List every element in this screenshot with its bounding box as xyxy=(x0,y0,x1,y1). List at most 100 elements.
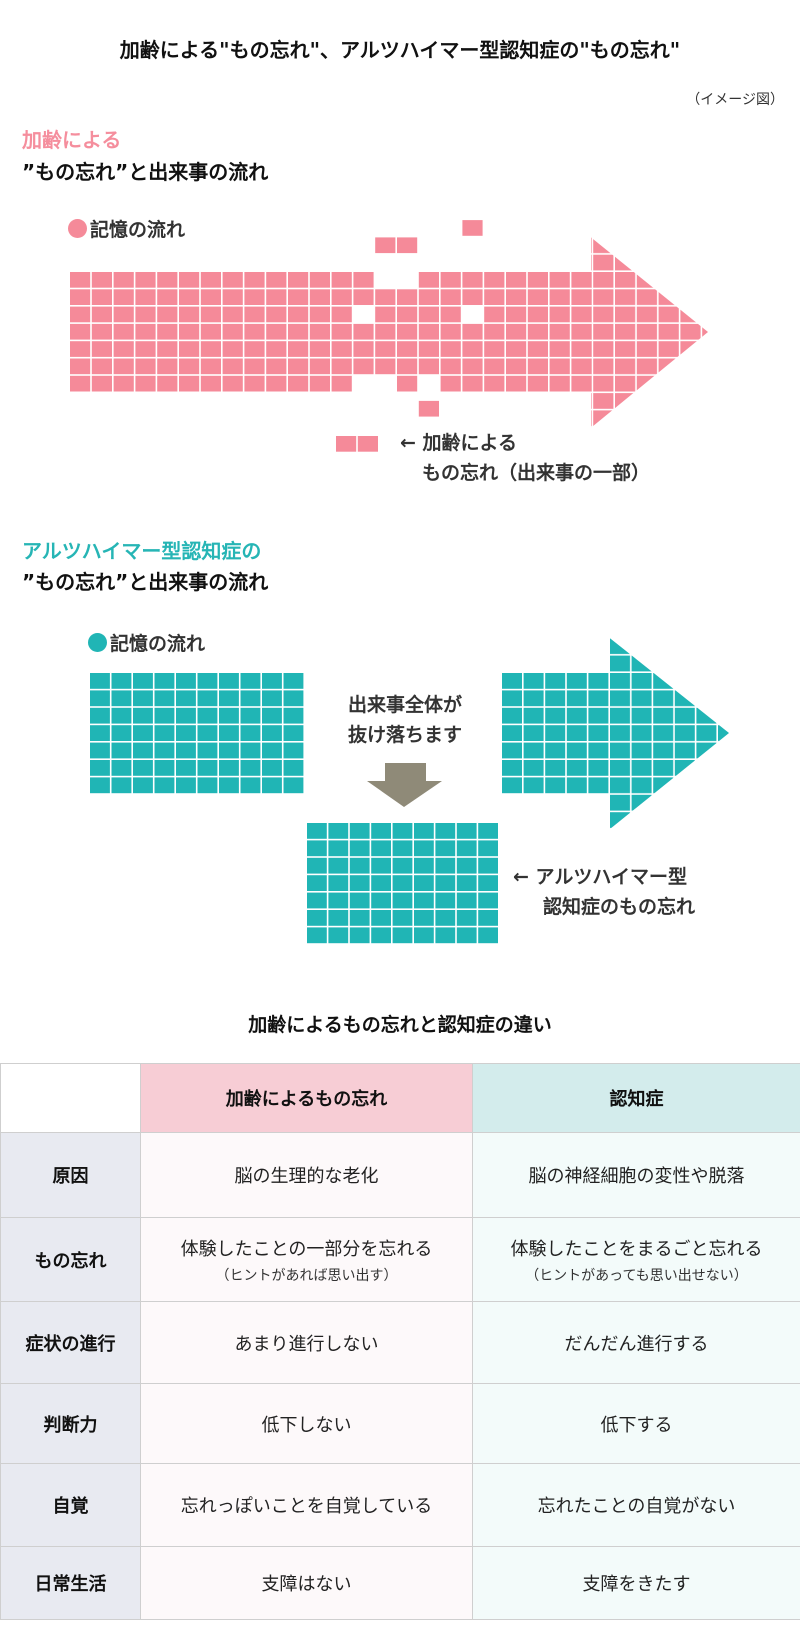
memory-cell xyxy=(240,725,261,741)
memory-cell xyxy=(440,341,461,357)
down-arrow-icon xyxy=(367,763,442,807)
memory-cell xyxy=(571,272,592,288)
forgotten-cell xyxy=(371,875,391,891)
memory-cell xyxy=(197,690,218,707)
memory-cell xyxy=(545,742,566,759)
memory-cell xyxy=(135,306,156,323)
aging-cell-note: （ヒントがあれば思い出す） xyxy=(215,1267,398,1284)
memory-cell xyxy=(588,707,609,724)
alzheimer-center-text: 出来事全体が 抜け落ちます xyxy=(330,690,480,750)
forgotten-cell xyxy=(307,823,327,839)
alzheimer-annotation-line2: 認知症のもの忘れ xyxy=(543,896,696,918)
teal-dot-icon xyxy=(88,633,107,652)
memory-cell xyxy=(549,341,570,357)
alzheimer-annotation-line1: アルツハイマー型 xyxy=(535,866,687,888)
memory-cell xyxy=(176,673,196,689)
memory-cell xyxy=(288,341,309,357)
memory-cell xyxy=(219,707,239,724)
memory-cell xyxy=(506,341,527,357)
memory-cell xyxy=(219,777,239,794)
forgotten-cell xyxy=(478,823,498,839)
forgotten-cell xyxy=(456,910,477,926)
aging-cell: 支障はない xyxy=(140,1546,473,1620)
memory-cell xyxy=(545,725,566,741)
memory-cell xyxy=(549,323,570,340)
aging-subheading: ”もの忘れ”と出来事の流れ xyxy=(22,160,269,184)
memory-cell xyxy=(506,323,527,340)
memory-cell xyxy=(523,690,544,707)
row-label: 自覚 xyxy=(0,1463,141,1547)
memory-cell xyxy=(397,323,418,340)
forgotten-cell xyxy=(414,823,434,839)
aging-cell: あまり進行しない xyxy=(140,1301,473,1384)
forgotten-cell xyxy=(478,927,498,944)
memory-cell xyxy=(418,323,439,340)
memory-cell xyxy=(331,341,352,357)
memory-cell xyxy=(262,673,282,689)
memory-cell xyxy=(523,760,544,776)
memory-cell xyxy=(135,375,156,392)
memory-cell xyxy=(506,358,527,375)
memory-cell xyxy=(309,289,330,305)
memory-cell xyxy=(70,323,91,340)
memory-cell xyxy=(331,323,352,340)
memory-cell xyxy=(91,358,112,375)
dementia-cell: だんだん進行する xyxy=(472,1301,800,1384)
forgotten-cell xyxy=(414,840,434,857)
memory-cell xyxy=(111,673,132,689)
memory-cell xyxy=(527,358,548,375)
memory-cell xyxy=(309,306,330,323)
memory-cell xyxy=(283,690,304,707)
pink-dot-icon xyxy=(68,219,87,238)
memory-cell xyxy=(91,341,112,357)
forgotten-cell xyxy=(307,840,327,857)
memory-cell xyxy=(527,375,548,392)
table-header-row: 加齢によるもの忘れ 認知症 xyxy=(0,1063,800,1133)
memory-cell xyxy=(240,777,261,794)
memory-cell xyxy=(418,306,439,323)
memory-cell xyxy=(179,341,200,357)
memory-cell xyxy=(527,289,548,305)
memory-cell xyxy=(353,272,374,288)
memory-cell xyxy=(266,375,287,392)
memory-cell xyxy=(309,341,330,357)
row-label-text: 判断力 xyxy=(43,1414,98,1436)
memory-cell xyxy=(133,673,153,689)
memory-cell xyxy=(219,725,239,741)
memory-cell xyxy=(588,742,609,759)
memory-cell xyxy=(288,289,309,305)
page-title: 加齢による"もの忘れ"、アルツハイマー型認知症の"もの忘れ" xyxy=(119,38,681,62)
forgotten-cell xyxy=(349,927,370,944)
memory-cell xyxy=(353,289,374,305)
memory-cell xyxy=(484,272,505,288)
memory-cell xyxy=(440,358,461,375)
dementia-cell-text: 体験したことをまるごと忘れる xyxy=(510,1238,763,1260)
memory-cell xyxy=(200,341,221,357)
memory-cell xyxy=(244,306,265,323)
memory-cell xyxy=(375,358,396,375)
memory-cell xyxy=(222,375,243,392)
row-label: 判断力 xyxy=(0,1383,141,1464)
forgotten-cell xyxy=(328,927,349,944)
memory-cell xyxy=(154,725,175,741)
memory-cell xyxy=(440,323,461,340)
forgotten-cell xyxy=(349,875,370,891)
memory-cell xyxy=(179,358,200,375)
forgotten-cell xyxy=(307,875,327,891)
memory-cell xyxy=(133,777,153,794)
aging-cell-text: 脳の生理的な老化 xyxy=(234,1166,379,1187)
dementia-cell-text: 脳の神経細胞の変性や脱落 xyxy=(528,1166,745,1187)
memory-cell xyxy=(571,358,592,375)
memory-cell xyxy=(135,272,156,288)
memory-cell xyxy=(462,289,483,305)
memory-cell xyxy=(70,289,91,305)
memory-cell xyxy=(484,289,505,305)
memory-cell xyxy=(331,358,352,375)
dementia-cell: 体験したことをまるごと忘れる（ヒントがあっても思い出せない） xyxy=(472,1217,800,1302)
memory-cell xyxy=(157,375,178,392)
memory-cell xyxy=(484,358,505,375)
memory-cell xyxy=(176,760,196,776)
memory-cell xyxy=(244,272,265,288)
memory-cell xyxy=(283,725,304,741)
memory-cell xyxy=(154,690,175,707)
